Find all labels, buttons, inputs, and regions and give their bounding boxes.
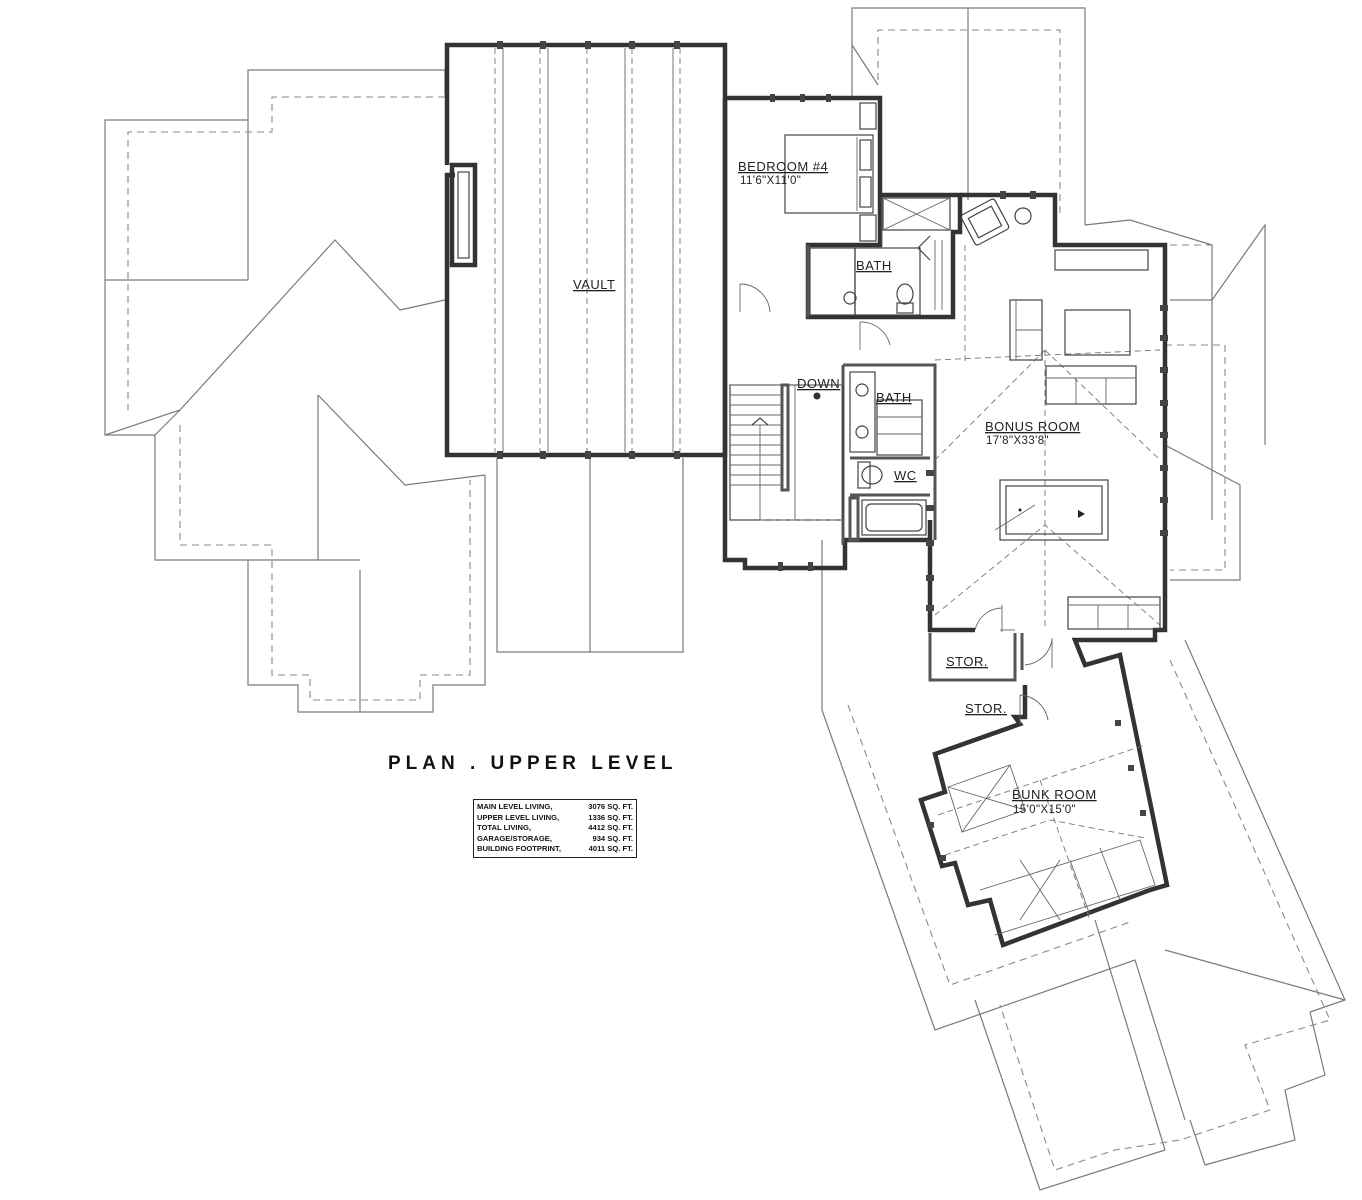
area-value: 4011 SQ. FT.	[588, 844, 633, 853]
area-row: MAIN LEVEL LIVING, 3076 SQ. FT.	[477, 802, 633, 813]
area-row: UPPER LEVEL LIVING, 1336 SQ. FT.	[477, 813, 633, 824]
vault-walls	[444, 41, 728, 459]
vault-label: VAULT	[573, 277, 615, 292]
area-row: TOTAL LIVING, 4412 SQ. FT.	[477, 823, 633, 834]
bonus-room-walls	[918, 191, 1170, 948]
area-label: TOTAL LIVING,	[477, 823, 532, 832]
area-label: GARAGE/STORAGE,	[477, 833, 552, 843]
bunk-room-dim: 15'0"X15'0"	[1013, 804, 1076, 816]
area-summary-table: MAIN LEVEL LIVING, 3076 SQ. FT. UPPER LEV…	[473, 799, 637, 858]
bath-upper-label: BATH	[856, 258, 892, 273]
area-label: MAIN LEVEL LIVING,	[477, 802, 553, 811]
bonus-room-dim: 17'8"X33'8"	[986, 435, 1049, 447]
room-labels: VAULT BEDROOM #4 11'6"X11'0" BATH DOWN B…	[573, 159, 1097, 816]
bottom-right-roof-outline	[821, 540, 1346, 1191]
area-value: 934 SQ. FT.	[592, 833, 633, 843]
bedroom4-label: BEDROOM #4	[738, 159, 828, 174]
left-roof-outline	[104, 69, 486, 713]
garage-roof-outline	[496, 458, 684, 653]
area-value: 3076 SQ. FT.	[588, 802, 633, 811]
plan-title: PLAN . UPPER LEVEL	[388, 753, 678, 774]
bedroom4-dim: 11'6"X11'0"	[740, 175, 801, 187]
area-value: 4412 SQ. FT.	[588, 823, 633, 832]
stor-1-label: STOR.	[946, 654, 988, 669]
top-right-roof-outline	[851, 7, 1266, 581]
bath-lower-label: BATH	[876, 390, 912, 405]
down-label: DOWN	[797, 376, 840, 391]
bunk-room-label: BUNK ROOM	[1012, 787, 1097, 802]
bedroom-bath-walls	[722, 94, 963, 571]
area-row: BUILDING FOOTPRINT, 4011 SQ. FT.	[477, 844, 633, 855]
area-label: BUILDING FOOTPRINT,	[477, 844, 561, 853]
area-label: UPPER LEVEL LIVING,	[477, 812, 560, 822]
area-value: 1336 SQ. FT.	[588, 812, 633, 822]
wc-label: WC	[894, 468, 917, 483]
bonus-room-label: BONUS ROOM	[985, 419, 1080, 434]
stor-2-label: STOR.	[965, 701, 1007, 716]
area-row: GARAGE/STORAGE, 934 SQ. FT.	[477, 834, 633, 845]
